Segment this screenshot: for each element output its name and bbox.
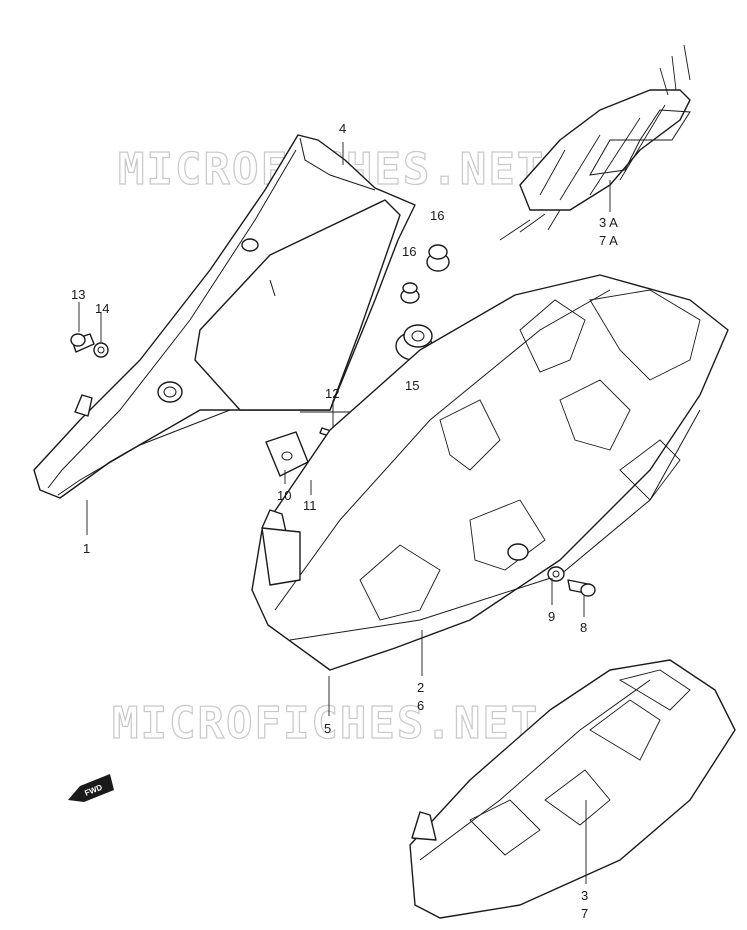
grommet-upper xyxy=(426,244,450,272)
callout-2: 2 xyxy=(417,680,424,695)
callout-11: 11 xyxy=(303,498,317,513)
side-cover-large xyxy=(251,274,729,671)
callout-14: 14 xyxy=(95,301,109,316)
callout-3a: 3 A xyxy=(599,215,618,230)
watermark-bottom: MICROFICHES.NET xyxy=(112,698,539,749)
callout-10: 10 xyxy=(277,488,291,503)
fwd-arrow-icon: FWD xyxy=(68,774,114,802)
grommet-middle xyxy=(400,282,420,304)
callout-16-lower: 16 xyxy=(402,244,416,259)
callout-9: 9 xyxy=(548,609,555,624)
callout-6: 6 xyxy=(417,698,424,713)
callout-3: 3 xyxy=(581,888,588,903)
callout-8: 8 xyxy=(580,620,587,635)
screw-13 xyxy=(70,333,95,353)
callout-4: 4 xyxy=(339,121,346,136)
callout-13: 13 xyxy=(71,287,85,302)
leader-lines xyxy=(78,142,611,884)
callout-15: 15 xyxy=(405,378,419,393)
callout-16-upper: 16 xyxy=(430,208,444,223)
washer-14 xyxy=(93,342,109,358)
callout-7a: 7 A xyxy=(599,233,618,248)
screw-8 xyxy=(567,579,596,597)
emblem-3a xyxy=(499,44,691,241)
callout-12: 12 xyxy=(325,386,339,401)
callout-7: 7 xyxy=(581,906,588,921)
side-cover-lower xyxy=(409,659,736,919)
clip-10 xyxy=(265,431,309,477)
callout-1: 1 xyxy=(83,541,90,556)
frame-cover-left xyxy=(33,134,416,499)
callout-5: 5 xyxy=(324,721,331,736)
